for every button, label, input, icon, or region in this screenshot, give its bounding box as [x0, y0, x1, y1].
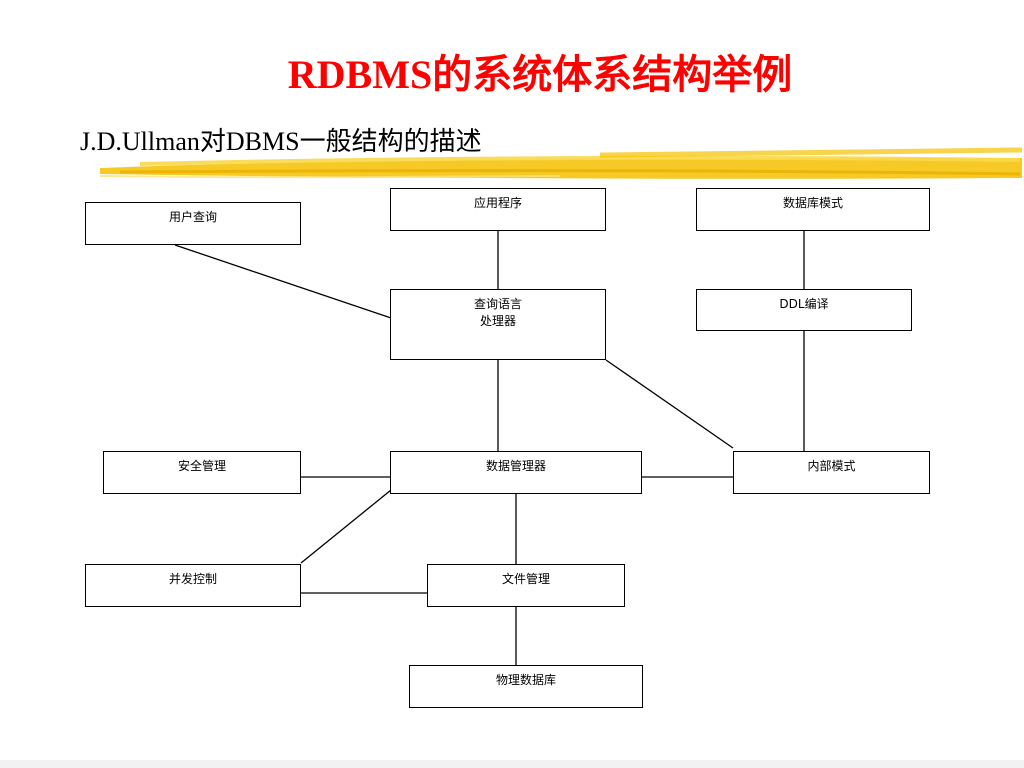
node-ddl-compile: DDL编译: [696, 289, 912, 331]
page-subtitle: J.D.Ullman对DBMS一般结构的描述: [80, 127, 482, 156]
node-concurrency-label: 并发控制: [168, 572, 217, 586]
node-query-processor-line2: 处理器: [479, 314, 516, 328]
node-data-manager: 数据管理器: [390, 451, 642, 494]
node-db-schema-label: 数据库模式: [782, 196, 843, 210]
edge-datamgr-concurrency: [300, 489, 392, 564]
node-physical-db: 物理数据库: [409, 665, 643, 708]
node-physical-db-label: 物理数据库: [495, 673, 556, 687]
highlight-stroke: [99, 147, 1023, 179]
node-db-schema: 数据库模式: [696, 188, 930, 231]
node-user-query: 用户查询: [85, 202, 301, 245]
edge-userquery-queryproc: [174, 244, 392, 319]
node-user-query-label: 用户查询: [168, 210, 217, 224]
page-title: RDBMS的系统体系结构举例: [287, 52, 793, 97]
node-security: 安全管理: [103, 451, 301, 494]
node-query-processor: 查询语言 处理器: [390, 289, 606, 360]
node-ddl-compile-label: DDL编译: [779, 297, 829, 311]
node-concurrency: 并发控制: [85, 564, 301, 607]
node-application-label: 应用程序: [473, 196, 522, 210]
node-file-manager-label: 文件管理: [501, 572, 550, 586]
edge-queryproc-internal: [605, 359, 734, 449]
node-security-label: 安全管理: [177, 459, 226, 473]
highlight-brush: [99, 147, 1023, 179]
node-application: 应用程序: [390, 188, 606, 231]
node-query-processor-line1: 查询语言: [473, 297, 522, 311]
node-file-manager: 文件管理: [427, 564, 625, 607]
node-data-manager-label: 数据管理器: [485, 459, 546, 473]
node-internal-schema-label: 内部模式: [807, 459, 856, 473]
node-internal-schema: 内部模式: [733, 451, 930, 494]
slide-footer-bar: [0, 760, 1024, 768]
